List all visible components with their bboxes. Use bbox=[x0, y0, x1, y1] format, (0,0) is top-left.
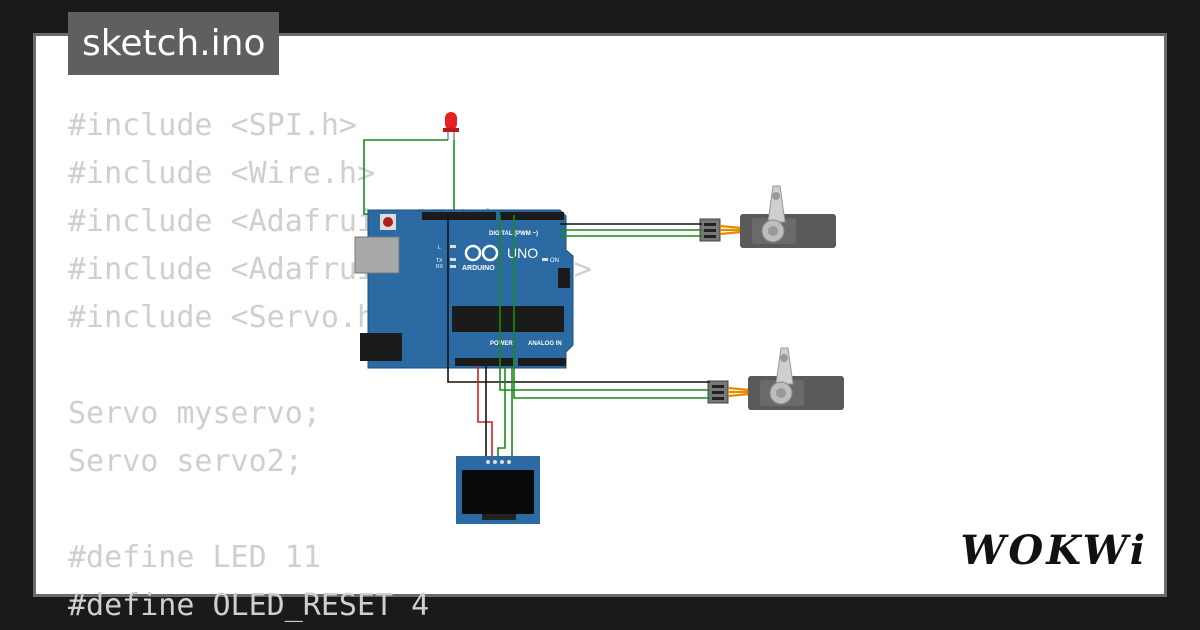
board-model: UNO bbox=[507, 245, 538, 261]
power-header bbox=[455, 358, 513, 366]
code-line: #include <Servo.h> bbox=[68, 300, 394, 335]
atmega-chip bbox=[452, 306, 564, 332]
file-tab[interactable]: sketch.ino bbox=[68, 12, 280, 75]
servo-motor-1[interactable] bbox=[699, 185, 836, 248]
servo-motor-2[interactable] bbox=[707, 347, 844, 410]
power-label: POWER bbox=[490, 341, 513, 347]
wire-servo-2 bbox=[447, 215, 710, 399]
arduino-logo-icon bbox=[464, 244, 482, 262]
digital-header-left bbox=[422, 212, 496, 220]
code-line: Servo servo2; bbox=[68, 444, 303, 479]
icsp-header bbox=[558, 268, 570, 288]
tx-label: TX bbox=[436, 258, 443, 264]
arduino-uno-board[interactable]: UNO ARDUINO DIGITAL (PWM ~) POWER ANALOG… bbox=[354, 209, 574, 369]
usb-port bbox=[354, 236, 400, 274]
code-line: #define LED 11 bbox=[68, 540, 321, 575]
oled-display[interactable] bbox=[456, 456, 540, 524]
analog-label: ANALOG IN bbox=[528, 341, 562, 347]
code-line: Servo myservo; bbox=[68, 396, 321, 431]
code-line: #define OLED_RESET 4 bbox=[68, 588, 430, 623]
l-label: L bbox=[438, 245, 441, 251]
wire-oled bbox=[477, 366, 513, 460]
code-line: #include <Wire.h> bbox=[68, 156, 376, 191]
led[interactable] bbox=[443, 112, 459, 140]
wokwi-logo: WOKWi bbox=[960, 527, 1148, 574]
digital-header-right bbox=[500, 212, 564, 220]
rx-label: RX bbox=[436, 264, 444, 270]
power-jack bbox=[360, 333, 402, 361]
analog-header bbox=[518, 358, 566, 366]
on-label: ON bbox=[550, 258, 559, 264]
code-line: #include <SPI.h> bbox=[68, 108, 357, 143]
wire-servo-1 bbox=[560, 223, 702, 237]
board-brand: ARDUINO bbox=[462, 265, 495, 272]
